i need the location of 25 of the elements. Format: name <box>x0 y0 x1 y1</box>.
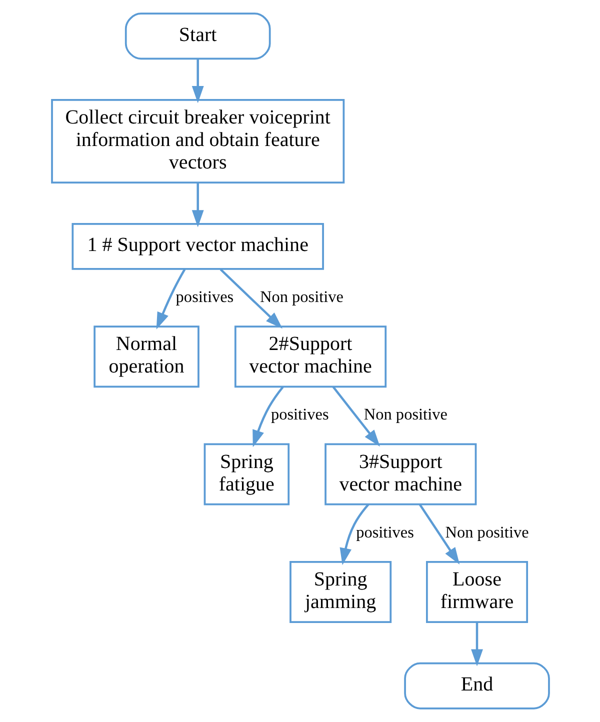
node-box: Collect circuit breaker voiceprint information and obtain feature vectors <box>50 99 344 184</box>
arrow <box>191 183 204 228</box>
arrow <box>156 268 186 330</box>
edge-label: Non positive <box>363 406 447 424</box>
arrow <box>470 622 482 666</box>
edge-label: positives <box>175 288 234 306</box>
arrow <box>191 59 204 104</box>
node-box: Spring fatigue <box>203 443 290 506</box>
edge-label: positives <box>356 523 414 542</box>
edge-label: Non positive <box>444 523 528 542</box>
node-box: 1 # Support vector machine <box>71 222 324 270</box>
arrow <box>252 386 284 448</box>
arrow <box>418 504 460 564</box>
node-box: Loose firmware <box>426 560 528 623</box>
arrow <box>339 504 369 566</box>
arrow <box>332 386 380 447</box>
node-box: Normal operation <box>93 326 199 388</box>
edge-label: Non positive <box>259 288 344 306</box>
node-box: Start <box>124 12 270 60</box>
node-box: 3#Support vector machine <box>324 443 476 506</box>
node-box: 2#Support vector machine <box>234 326 386 388</box>
node-box: End <box>404 662 550 710</box>
arrow <box>219 268 282 329</box>
node-box: Spring jamming <box>289 560 392 623</box>
edge-label: positives <box>270 406 328 424</box>
